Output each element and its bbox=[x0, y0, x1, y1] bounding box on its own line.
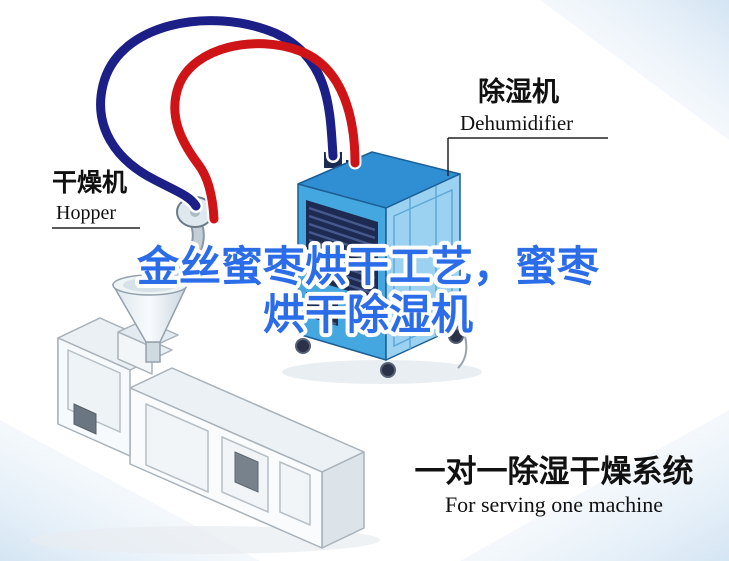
labels: 干燥机 Hopper 除湿机 Dehumidifier bbox=[52, 76, 608, 229]
extruder-panel-1 bbox=[145, 402, 209, 494]
corner-tint-bottom-right bbox=[460, 410, 729, 561]
caption: 一对一除湿干燥系统 For serving one machine bbox=[415, 454, 694, 517]
extruder-window bbox=[234, 451, 259, 493]
vent-slots-small bbox=[307, 299, 337, 325]
funnel-opening bbox=[123, 278, 177, 292]
headline-line-1: 金丝蜜枣烘干工艺，蜜枣 bbox=[136, 243, 600, 290]
side-door-seams bbox=[393, 186, 453, 349]
motor-pipe bbox=[164, 221, 203, 283]
dehumidifier-side bbox=[385, 173, 461, 361]
casters bbox=[295, 328, 464, 378]
hopper-label-cn: 干燥机 bbox=[52, 169, 127, 197]
hopper-label-en: Hopper bbox=[56, 202, 116, 224]
corner-tint-top-right bbox=[540, 0, 729, 140]
door-handle bbox=[444, 252, 450, 268]
corner-tint-bottom-left bbox=[0, 420, 260, 561]
cold-hose bbox=[96, 16, 338, 211]
dehumidifier-machine bbox=[295, 151, 468, 378]
caster-wheel bbox=[380, 362, 396, 378]
headline: 金丝蜜枣烘干工艺，蜜枣 烘干除湿机 bbox=[132, 239, 604, 342]
hoses bbox=[93, 13, 362, 226]
caster-wheel bbox=[448, 328, 464, 344]
funnel-outlet-tube bbox=[145, 341, 161, 363]
power-cord bbox=[457, 317, 468, 369]
caster-wheel bbox=[295, 338, 311, 354]
dehumidifier-label-cn: 除湿机 bbox=[478, 76, 559, 107]
dehumidifier-label-en: Dehumidifier bbox=[460, 111, 573, 135]
extruder-panel-3 bbox=[279, 460, 311, 527]
funnel-mount-front bbox=[117, 331, 153, 375]
extruder-machine bbox=[57, 317, 365, 549]
vent-grid-small bbox=[306, 292, 338, 326]
caption-cn: 一对一除湿干燥系统 bbox=[415, 454, 694, 489]
vent-slots bbox=[308, 206, 376, 296]
caption-en: For serving one machine bbox=[445, 492, 663, 517]
headline-line-2: 烘干除湿机 bbox=[263, 291, 473, 338]
extruder-cabinet-vent bbox=[73, 403, 97, 435]
hot-hose bbox=[170, 39, 360, 224]
